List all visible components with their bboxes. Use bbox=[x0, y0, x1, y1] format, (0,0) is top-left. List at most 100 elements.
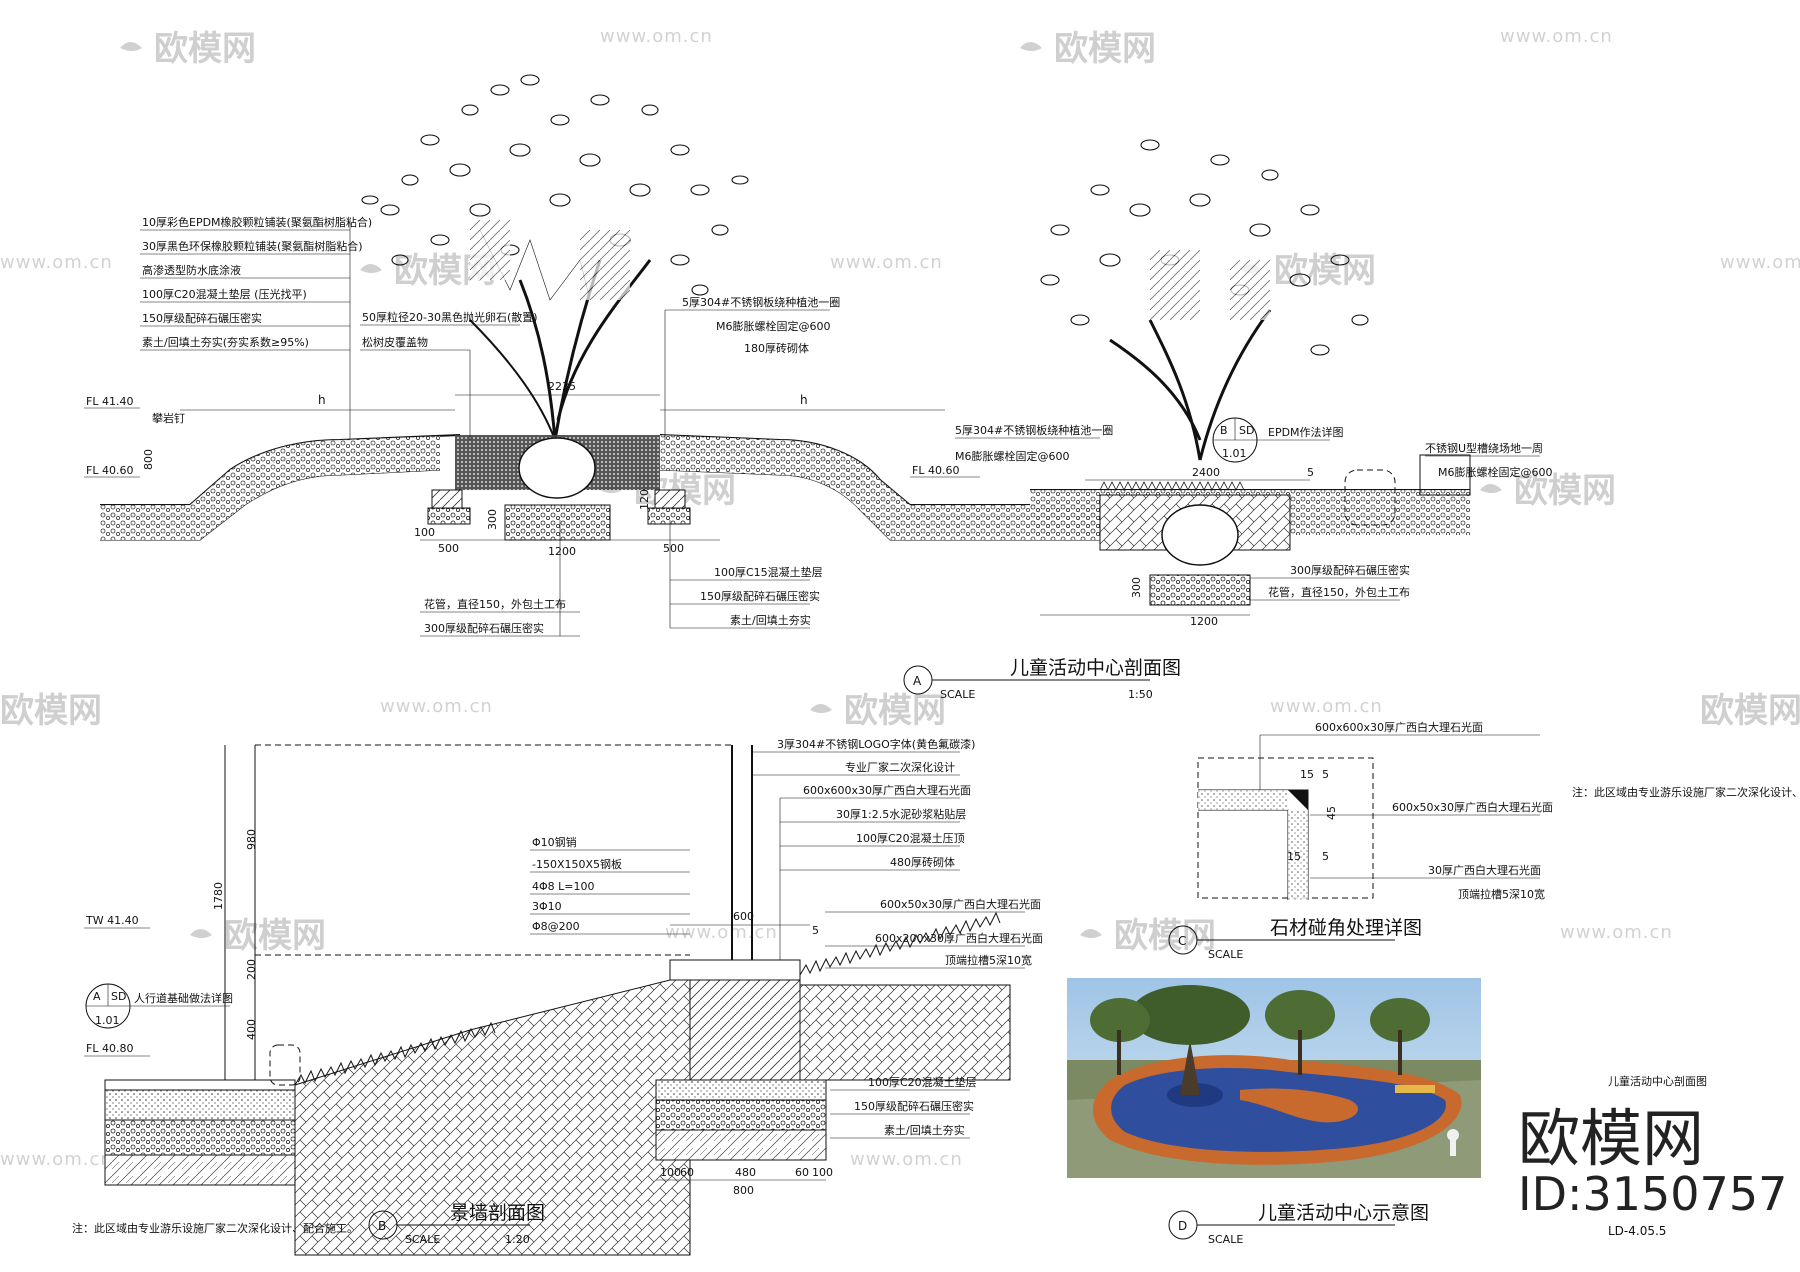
dim-300b: 300 bbox=[1130, 577, 1143, 598]
dim-2235: 2235 bbox=[548, 380, 576, 393]
bottom-callouts-a: 花管，直径150，外包土工布 300厚级配碎石碾压密实 100厚C15混凝土垫层… bbox=[420, 520, 1410, 637]
watermark-url: www.om.cn bbox=[0, 252, 113, 273]
callouts-b: 3厚304#不锈钢LOGO字体(黄色氟碳漆) 专业厂家二次深化设计 600x60… bbox=[84, 737, 1043, 1139]
watermark-url: www.om.cn bbox=[830, 252, 943, 273]
dimensions-a: h h 2235 2400 5 800 500 500 1200 1200 30… bbox=[142, 380, 1314, 628]
dim-5: 5 bbox=[1307, 466, 1314, 479]
title-a-letter: A bbox=[913, 674, 922, 688]
sd-b-num: 1.01 bbox=[95, 1014, 120, 1027]
marble-front-c: 30厚广西白大理石光面 bbox=[1428, 863, 1541, 877]
dim-1200: 1200 bbox=[548, 545, 576, 558]
gravel-150: 150厚级配碎石碾压密实 bbox=[700, 589, 820, 603]
title-a-scale: 1:50 bbox=[1128, 688, 1153, 701]
tree-right bbox=[1040, 139, 1369, 461]
watermark-url: www.om.cn bbox=[380, 696, 493, 717]
tree-left bbox=[361, 74, 749, 441]
watermark-brand: 欧模网 bbox=[844, 691, 946, 731]
gravel-300-right: 300厚级配碎石碾压密实 bbox=[1290, 563, 1410, 577]
sd-top-sd: SD bbox=[1239, 424, 1254, 437]
rebar-3: Φ8@200 bbox=[532, 920, 580, 933]
section-a: h h 2235 2400 5 800 500 500 1200 1200 30… bbox=[84, 74, 1553, 701]
dim-c-15: 15 bbox=[1300, 768, 1314, 781]
u-channel: 不锈钢U型槽绕场地一周 bbox=[1425, 441, 1543, 455]
climb-nail: 攀岩钉 bbox=[152, 411, 185, 425]
title-b-letter: B bbox=[378, 1219, 386, 1233]
dim-480: 480 bbox=[735, 1166, 756, 1179]
dim-2400: 2400 bbox=[1192, 466, 1220, 479]
section-d: 儿童活动中心剖面图 D 儿童活动中心示意图 SCALE bbox=[1067, 978, 1707, 1246]
dim-800: 800 bbox=[142, 449, 155, 470]
dim-c-45: 45 bbox=[1325, 806, 1338, 820]
concrete-top: 100厚C20混凝土压顶 bbox=[856, 831, 965, 845]
title-a-scale-label: SCALE bbox=[940, 688, 975, 701]
dim-c-15b: 15 bbox=[1287, 850, 1301, 863]
title-c-scale-label: SCALE bbox=[1208, 948, 1243, 961]
title-a: A 儿童活动中心剖面图 SCALE 1:50 bbox=[903, 657, 1181, 701]
sd-top-letter: B bbox=[1220, 424, 1228, 437]
dim-100: 100 bbox=[414, 526, 435, 539]
dim-500b: 500 bbox=[663, 542, 684, 555]
steel-ring: 5厚304#不锈钢板绕种植池一圈 bbox=[682, 295, 840, 309]
dim-5: 5 bbox=[812, 924, 819, 937]
layer-3: 高渗透型防水底涂液 bbox=[142, 263, 241, 277]
brand-block: 欧模网 ID:3150757 LD-4.05.5 bbox=[1518, 1102, 1787, 1238]
watermark-brand: 欧模网 bbox=[1700, 691, 1800, 731]
sd-b-letter: A bbox=[93, 990, 101, 1003]
title-d-letter: D bbox=[1178, 1219, 1187, 1233]
title-c-text: 石材碰角处理详图 bbox=[1270, 917, 1422, 939]
title-c-letter: C bbox=[1178, 934, 1186, 948]
layer-6: 素土/回填土夯实(夯实系数≥95%) bbox=[142, 335, 309, 349]
marble-50: 600x50x30厚广西白大理石光面 bbox=[880, 897, 1041, 911]
dim-100: 100 bbox=[660, 1166, 681, 1179]
title-b-text: 景墙剖面图 bbox=[450, 1202, 545, 1224]
pipe-note-right: 花管，直径150，外包土工布 bbox=[1268, 585, 1410, 599]
dim-400: 400 bbox=[245, 1019, 258, 1040]
title-c: C 石材碰角处理详图 SCALE bbox=[1168, 917, 1422, 961]
brick-480: 480厚砖砌体 bbox=[890, 855, 955, 869]
fl-40-60b: FL 40.60 bbox=[912, 464, 959, 477]
dim-600: 600 bbox=[733, 910, 754, 923]
watermark-url: www.om.cn bbox=[600, 26, 713, 47]
mortar: 30厚1:2.5水泥砂浆粘贴层 bbox=[836, 807, 966, 821]
watermark-brand: 欧模网 bbox=[1514, 471, 1616, 511]
watermark-brand: 欧模网 bbox=[0, 691, 102, 731]
tw-41-40: TW 41.40 bbox=[85, 914, 139, 927]
brick: 180厚砖砌体 bbox=[744, 341, 809, 355]
u-channel-anchor: M6膨胀螺栓固定@600 bbox=[1438, 465, 1553, 479]
watermark-url: www.om.cn bbox=[0, 1149, 113, 1170]
marble-600: 600x600x30厚广西白大理石光面 bbox=[803, 783, 971, 797]
marble-top-c: 600x600x30厚广西白大理石光面 bbox=[1315, 720, 1483, 734]
rebar-2: 3Φ10 bbox=[532, 900, 562, 913]
brand-id: ID:3150757 bbox=[1518, 1167, 1787, 1221]
dim-100b: 100 bbox=[812, 1166, 833, 1179]
watermark-url: www.om.cn bbox=[850, 1149, 963, 1170]
watermark-url: www.om.cn bbox=[1270, 696, 1383, 717]
c15-base: 100厚C15混凝土垫层 bbox=[714, 565, 823, 579]
c20-base: 100厚C20混凝土垫层 bbox=[868, 1075, 977, 1089]
title-b-scale-label: SCALE bbox=[405, 1233, 440, 1246]
dim-300: 300 bbox=[486, 509, 499, 530]
watermark-url: www.om.cn bbox=[1560, 922, 1673, 943]
dim-120: 120 bbox=[638, 489, 651, 510]
layer-5: 150厚级配碎石碾压密实 bbox=[142, 311, 262, 325]
rendering-caption: 儿童活动中心剖面图 bbox=[1608, 1074, 1707, 1088]
playground-rendering bbox=[1067, 978, 1481, 1178]
sd-top-num: 1.01 bbox=[1222, 447, 1247, 460]
dim-800: 800 bbox=[733, 1184, 754, 1197]
pin: Φ10钢销 bbox=[532, 835, 577, 849]
dim-h: h bbox=[318, 393, 326, 407]
marble-200: 600x200x30厚广西白大理石光面 bbox=[875, 931, 1043, 945]
title-a-text: 儿童活动中心剖面图 bbox=[1010, 657, 1181, 679]
layer-4: 100厚C20混凝土垫层 (压光找平) bbox=[142, 287, 307, 301]
watermark-brand: 欧模网 bbox=[154, 29, 256, 69]
note-right: 注：此区域由专业游乐设施厂家二次深化设计、配合施工。 bbox=[1572, 785, 1800, 799]
layer-2: 30厚黑色环保橡胶颗粒铺装(聚氨酯树脂粘合) bbox=[142, 239, 363, 253]
anchor-right: M6膨胀螺栓固定@600 bbox=[955, 449, 1070, 463]
sheet-code: LD-4.05.5 bbox=[1608, 1224, 1666, 1238]
dim-60b: 60 bbox=[795, 1166, 809, 1179]
gravel-150b: 150厚级配碎石碾压密实 bbox=[854, 1099, 974, 1113]
epdm-detail: EPDM作法详图 bbox=[1268, 425, 1344, 439]
rebar-1: 4Φ8 L=100 bbox=[532, 880, 595, 893]
fl-40-60: FL 40.60 bbox=[86, 464, 133, 477]
